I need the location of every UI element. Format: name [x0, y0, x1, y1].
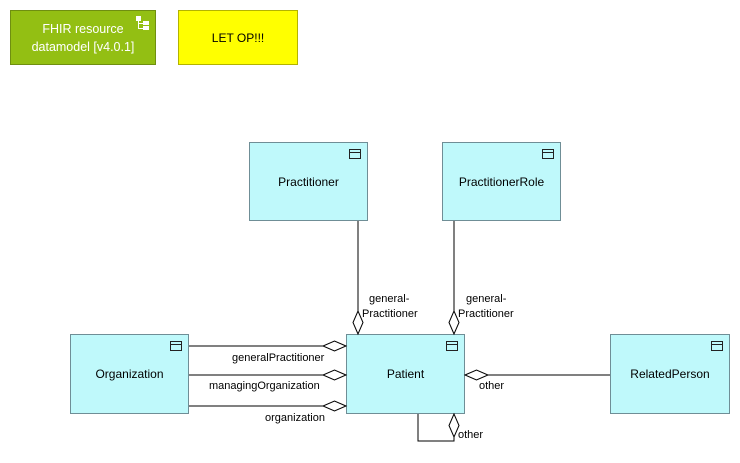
- related-person-class[interactable]: RelatedPerson: [610, 334, 730, 414]
- patient-self-association-line[interactable]: [417, 414, 455, 442]
- warning-note[interactable]: LET OP!!!: [178, 10, 298, 65]
- org-organization-label: organization: [265, 412, 325, 424]
- practitioner-assoc-label-line2: Practitioner: [362, 308, 418, 320]
- warning-note-label: LET OP!!!: [211, 30, 265, 45]
- model-tree-icon: [136, 16, 150, 31]
- aggregation-diamond: [321, 340, 348, 352]
- org-general-practitioner-label: generalPractitioner: [232, 352, 325, 364]
- aggregation-diamond: [321, 400, 348, 412]
- aggregation-diamond: [352, 309, 364, 336]
- class-icon: [446, 341, 458, 351]
- org-managing-organization-label: managingOrganization: [209, 380, 320, 392]
- related-person-other-label: other: [479, 380, 504, 392]
- practitioner-role-class-label: PractitionerRole: [458, 174, 545, 189]
- aggregation-diamond: [448, 309, 460, 336]
- aggregation-diamond: [463, 369, 490, 381]
- related-person-class-label: RelatedPerson: [630, 367, 710, 381]
- datamodel-note[interactable]: FHIR resource datamodel [v4.0.1]: [10, 10, 156, 65]
- practitioner-class-label: Practitioner: [278, 174, 339, 189]
- patient-self-other-label: other: [458, 429, 483, 441]
- class-icon: [170, 341, 182, 351]
- organization-class[interactable]: Organization: [70, 334, 189, 414]
- aggregation-diamond: [321, 369, 348, 381]
- aggregation-diamond: [448, 412, 460, 439]
- class-icon: [711, 341, 723, 351]
- datamodel-note-label: FHIR resource datamodel [v4.0.1]: [31, 21, 135, 54]
- practitioner-role-assoc-label-line1: general-: [466, 293, 507, 305]
- class-icon: [542, 149, 554, 159]
- patient-class-label: Patient: [386, 367, 425, 381]
- class-icon: [349, 149, 361, 159]
- practitioner-assoc-label-line1: general-: [369, 293, 410, 305]
- organization-class-label: Organization: [95, 367, 164, 381]
- practitioner-class[interactable]: Practitioner: [249, 142, 368, 221]
- practitioner-role-assoc-label-line2: Practitioner: [458, 308, 514, 320]
- patient-class[interactable]: Patient: [346, 334, 465, 414]
- practitioner-role-class[interactable]: PractitionerRole: [442, 142, 561, 221]
